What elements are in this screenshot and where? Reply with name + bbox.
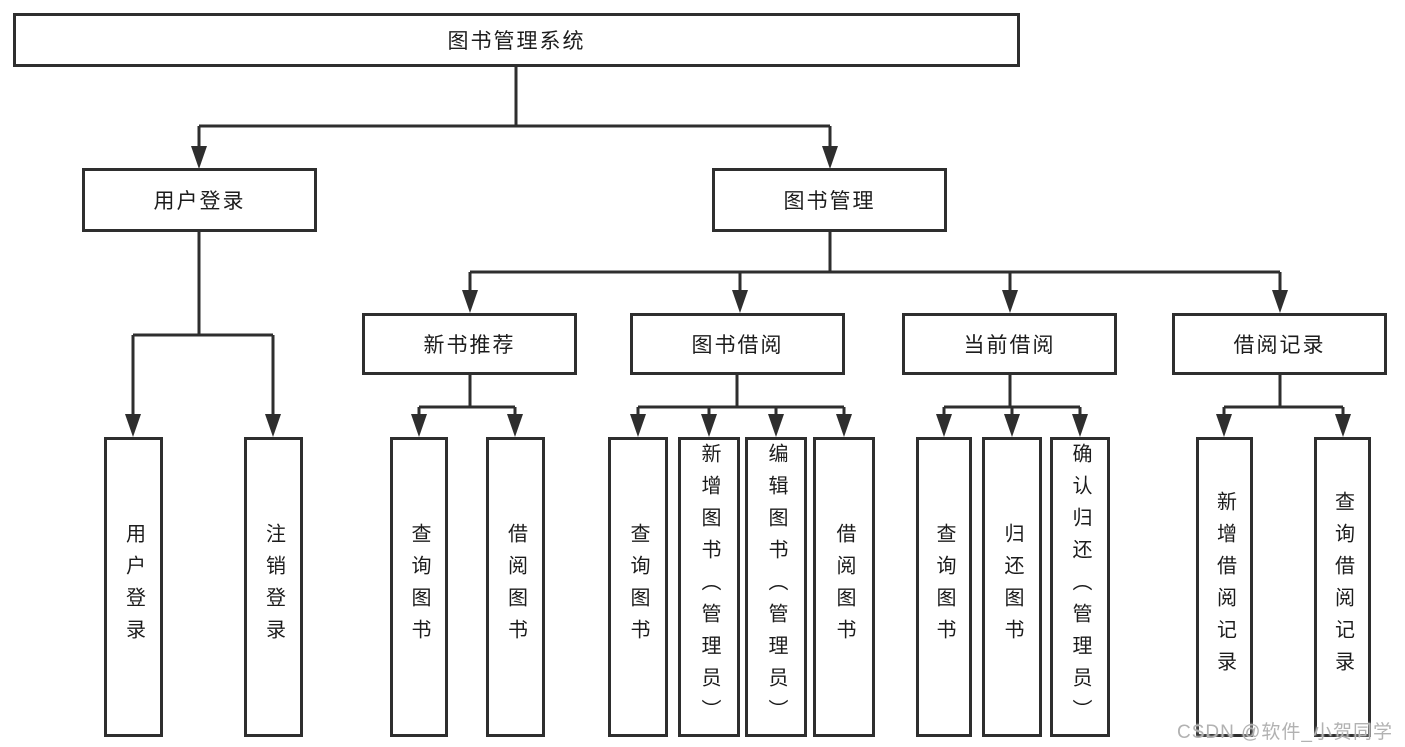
node-current-borrowing: 当前借阅 [902,313,1117,375]
leaf-query-books: 查询图书 [608,437,668,737]
leaf-label: 注销登录 [262,523,285,651]
node-new-book-recommend: 新书推荐 [362,313,577,375]
leaf-edit-books-admin: 编辑图书（管理员） [745,437,807,737]
leaf-label: 新增借阅记录 [1213,491,1236,683]
node-borrowing-records: 借阅记录 [1172,313,1387,375]
leaf-confirm-return-admin: 确认归还（管理员） [1050,437,1110,737]
leaf-label: 归还图书 [1001,523,1023,651]
leaf-logout: 注销登录 [244,437,303,737]
node-book-management: 图书管理 [712,168,947,232]
leaf-label: 查询图书 [408,523,430,651]
leaf-user-login: 用户登录 [104,437,163,737]
leaf-label: 借阅图书 [833,523,855,651]
csdn-watermark: CSDN @软件_小贺同学 [1177,722,1393,743]
leaf-borrow-books: 借阅图书 [813,437,875,737]
leaf-label: 查询图书 [627,523,649,651]
leaf-add-books-admin: 新增图书（管理员） [678,437,740,737]
leaf-label: 编辑图书（管理员） [765,443,787,731]
node-root: 图书管理系统 [13,13,1020,67]
node-user-login: 用户登录 [82,168,317,232]
leaf-return-books: 归还图书 [982,437,1042,737]
leaf-borrow-books: 借阅图书 [486,437,545,737]
leaf-query-books: 查询图书 [916,437,972,737]
leaf-query-borrow-record: 查询借阅记录 [1314,437,1371,737]
leaf-label: 确认归还（管理员） [1069,443,1091,731]
leaf-label: 新增图书（管理员） [698,443,720,731]
leaf-label: 查询借阅记录 [1331,491,1354,683]
node-book-borrowing: 图书借阅 [630,313,845,375]
leaf-label: 查询图书 [933,523,955,651]
leaf-add-borrow-record: 新增借阅记录 [1196,437,1253,737]
leaf-label: 用户登录 [122,523,145,651]
leaf-label: 借阅图书 [504,523,527,651]
leaf-query-books: 查询图书 [390,437,448,737]
